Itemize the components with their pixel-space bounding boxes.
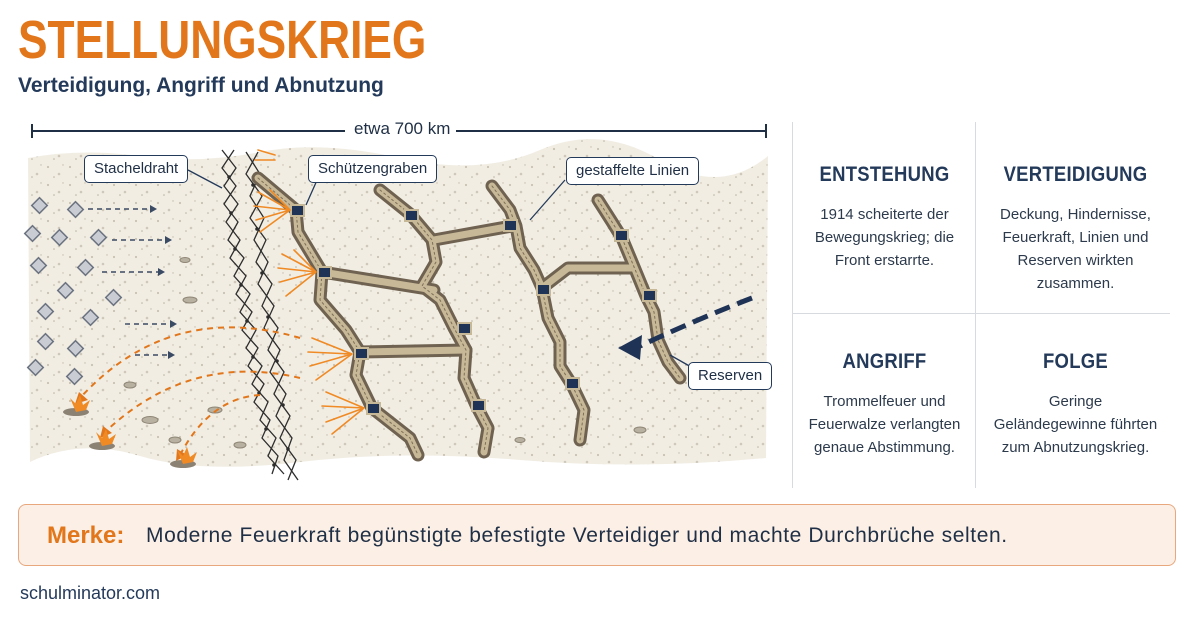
page-subtitle: Verteidigung, Angriff und Abnutzung	[18, 74, 384, 97]
summary-text: Moderne Feuerkraft begünstigte befestigt…	[146, 524, 1008, 547]
summary-box: Merke: Moderne Feuerkraft begünstigte be…	[18, 504, 1176, 566]
panel-verteidigung: VERTEIDIGUNG Deckung, Hindernisse, Feuer…	[983, 163, 1168, 295]
panel-title: ANGRIFF	[842, 350, 927, 373]
trench-map	[23, 124, 768, 481]
barbed-wire-knots	[227, 175, 290, 467]
panel-text: Trommelfeuer und Feuerwalze verlangten g…	[808, 393, 961, 456]
muzzle-flashes	[253, 149, 365, 435]
ground-area	[28, 139, 768, 467]
explosions	[63, 395, 197, 468]
trench-illustration: Stacheldraht Schützengraben gestaffelte …	[0, 110, 790, 500]
panel-title: VERTEIDIGUNG	[1003, 163, 1148, 186]
callout-staggered-lines: gestaffelte Linien	[566, 157, 700, 185]
scale-label: etwa 700 km	[348, 118, 457, 140]
panel-divider-vertical	[975, 122, 976, 488]
panel-title: FOLGE	[1043, 350, 1108, 373]
panel-text: Deckung, Hindernisse, Feuerkraft, Linien…	[1000, 206, 1151, 292]
footer-site: schulminator.com	[20, 583, 161, 603]
panel-text: Geringe Geländegewinne führten zum Abnut…	[993, 393, 1158, 456]
panel-divider-left	[792, 122, 793, 488]
callout-barbed-wire: Stacheldraht	[84, 155, 189, 183]
scale-bar	[31, 124, 767, 138]
panel-angriff: ANGRIFF Trommelfeuer und Feuerwalze verl…	[792, 350, 977, 459]
bunkers	[290, 204, 657, 415]
advance-arrowheads	[150, 205, 177, 359]
reserves-arrow	[638, 295, 753, 349]
advance-arrows	[88, 208, 170, 356]
panel-entstehung: ENTSTEHUNG 1914 scheiterte der Bewegungs…	[792, 163, 977, 272]
artillery-arcs	[79, 326, 301, 456]
summary-label: Merke:	[47, 522, 125, 549]
panel-divider-horizontal	[792, 313, 1170, 314]
callout-trench: Schützengraben	[308, 155, 438, 183]
panel-folge: FOLGE Geringe Geländegewinne führten zum…	[983, 350, 1168, 459]
attacker-diamonds	[23, 196, 123, 386]
panel-text: 1914 scheiterte der Bewegungskrieg; die …	[814, 206, 955, 269]
page-title: STELLUNGSKRIEG	[18, 10, 427, 70]
callout-reserves: Reserven	[688, 362, 773, 390]
panel-title: ENTSTEHUNG	[819, 163, 950, 186]
reserves-arrowhead	[618, 335, 642, 360]
